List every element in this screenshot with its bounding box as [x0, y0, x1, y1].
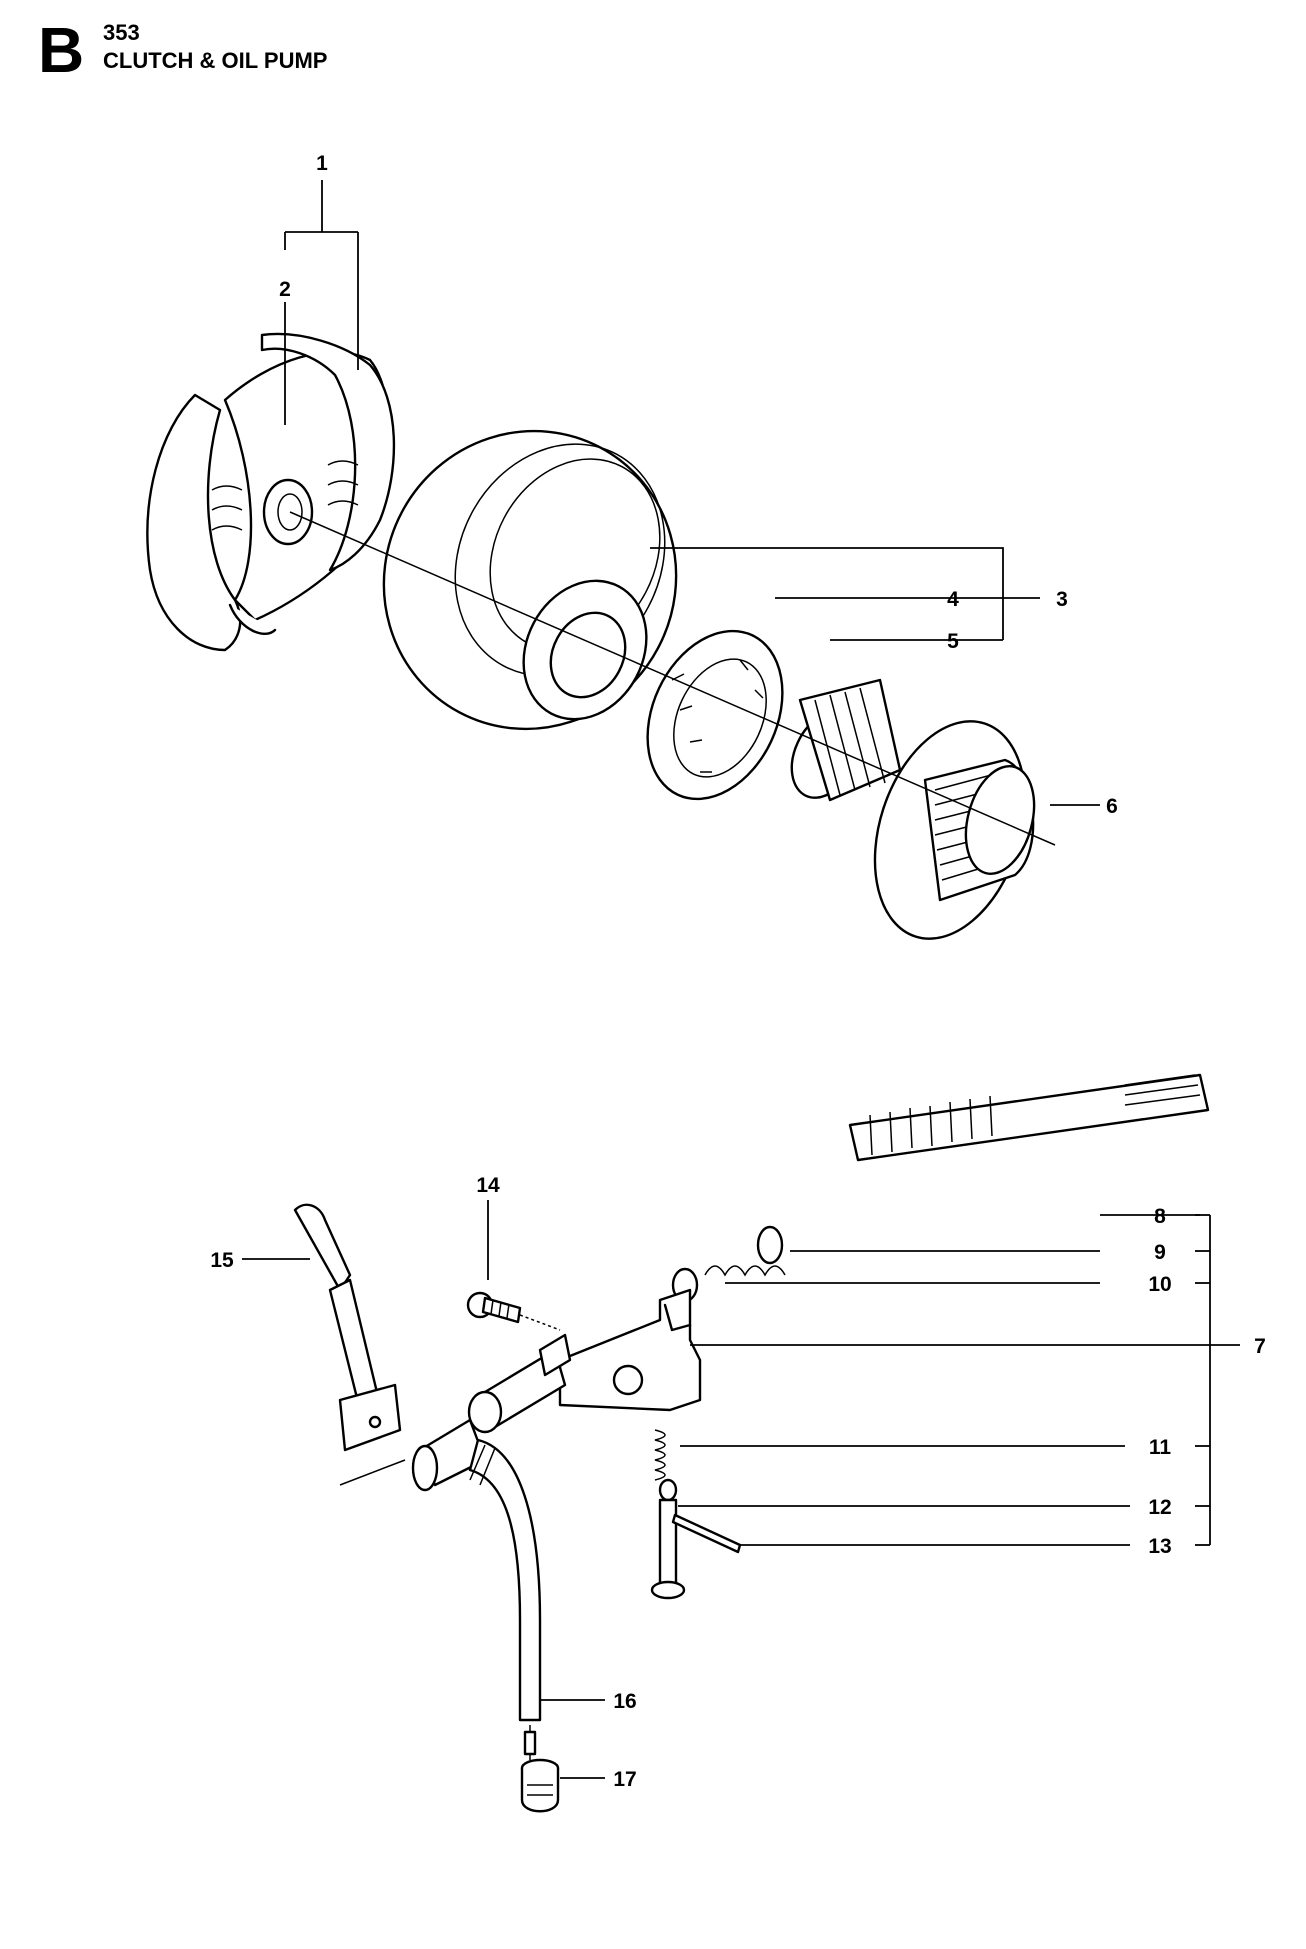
- callout-12: 12: [1148, 1496, 1171, 1519]
- callout-5: 5: [947, 630, 959, 653]
- clutch-drum: [382, 429, 678, 731]
- callout-15: 15: [210, 1249, 234, 1272]
- needle-bearing: [790, 678, 902, 802]
- suction-hose: [411, 1418, 542, 1722]
- callout-11: 11: [1149, 1436, 1172, 1459]
- pump-screw: [466, 1291, 561, 1331]
- page-title: CLUTCH & OIL PUMP: [103, 48, 328, 73]
- callout-10: 10: [1148, 1273, 1171, 1296]
- pump-spring: [704, 1265, 786, 1277]
- pump-leaders: [242, 1200, 1240, 1779]
- pump-plunger: [467, 1333, 572, 1434]
- oil-lever: [293, 1203, 406, 1486]
- section-letter: B: [38, 14, 85, 86]
- callout-17: 17: [613, 1768, 636, 1791]
- callout-7: 7: [1254, 1335, 1266, 1358]
- pump-worm-shaft: [848, 1073, 1210, 1162]
- callout-4: 4: [947, 588, 959, 611]
- clutch-leaders: [284, 180, 1100, 806]
- pump-pin: [650, 1478, 742, 1600]
- callout-16: 16: [613, 1690, 636, 1713]
- rim-sprocket: [646, 629, 784, 801]
- callout-13: 13: [1148, 1535, 1171, 1558]
- pump-housing: [558, 1288, 702, 1412]
- clutch-shoe-assembly: [146, 332, 396, 652]
- callout-1: 1: [316, 152, 328, 175]
- callout-8: 8: [1154, 1205, 1166, 1228]
- oil-filter: [520, 1725, 560, 1813]
- callout-3: 3: [1056, 588, 1068, 611]
- washer: [756, 1225, 784, 1265]
- model-number: 353: [103, 20, 140, 45]
- callout-14: 14: [476, 1174, 500, 1197]
- washer-drive: [873, 720, 1036, 940]
- callout-9: 9: [1154, 1241, 1166, 1264]
- callout-2: 2: [279, 278, 291, 301]
- callout-6: 6: [1106, 795, 1118, 818]
- plunger-spring: [654, 1429, 666, 1481]
